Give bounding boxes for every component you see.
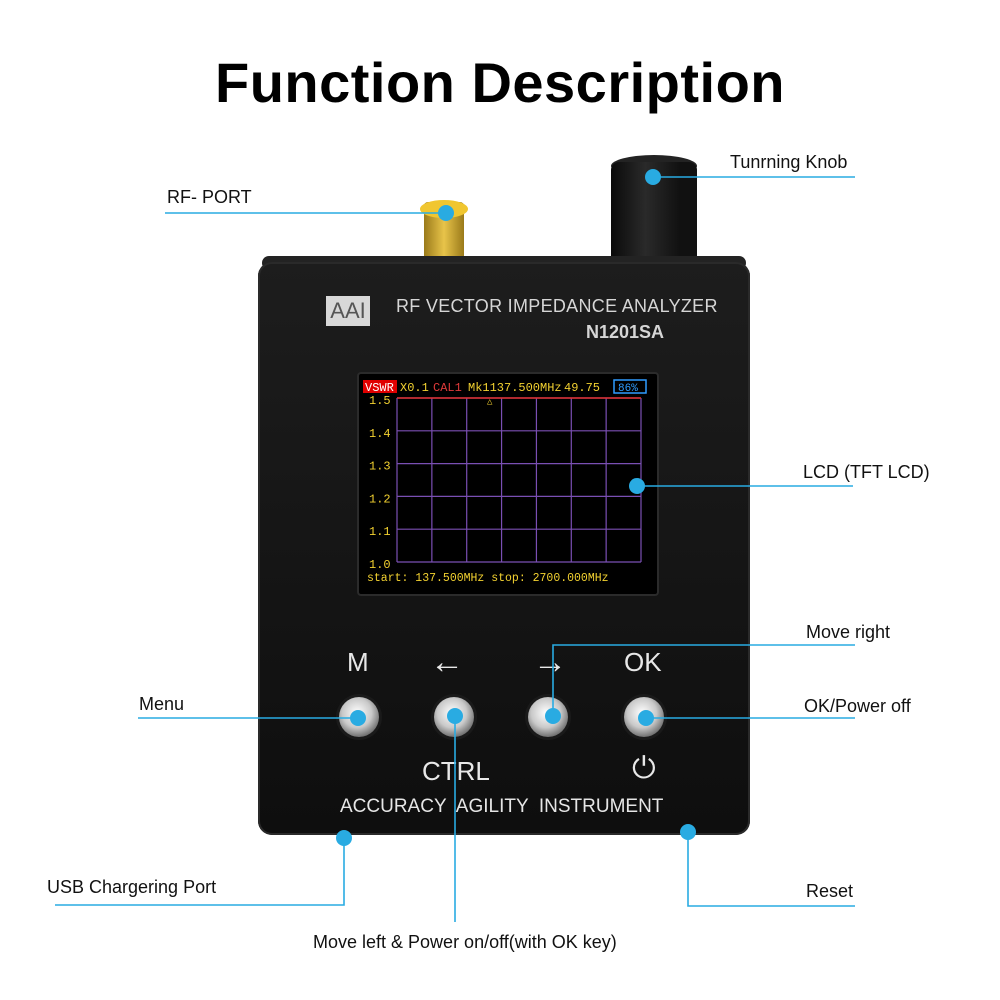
left-arrow-label: ←	[430, 643, 464, 681]
screen-cal: CAL1	[433, 381, 462, 395]
screen-mode: VSWR	[365, 381, 394, 395]
page-title: Function Description	[215, 51, 785, 114]
screen-scale: X0.1	[400, 381, 429, 395]
rf-port-dot	[438, 205, 454, 221]
screen-mode-bg	[363, 380, 397, 393]
screen-value: 49.75	[564, 381, 600, 395]
callout-menu: Menu	[139, 694, 185, 714]
y-tick-label: 1.4	[369, 427, 391, 441]
screen-battery-frame	[613, 379, 647, 394]
callout-move-left: Move left & Power on/off(with OK key)	[313, 932, 617, 952]
usb-dot	[336, 830, 352, 846]
move-left-dot	[447, 708, 463, 724]
screen-bottom-status: start: 137.500MHz stop: 2700.000MHz	[367, 572, 609, 585]
screen-marker: Mk1137.500MHz	[468, 381, 562, 395]
marker-triangle: △	[487, 397, 493, 407]
screen-battery: 86%	[618, 383, 638, 395]
lcd-dot	[629, 478, 645, 494]
ok-dot	[638, 710, 654, 726]
callout-knob: Tunrning Knob	[730, 152, 848, 172]
model-line-1: RF VECTOR IMPEDANCE ANALYZER	[396, 296, 718, 316]
y-tick-label: 1.5	[369, 394, 391, 408]
callout-lcd: LCD (TFT LCD)	[803, 462, 930, 482]
move-right-dot	[545, 708, 561, 724]
callout-ok-power: OK/Power off	[804, 696, 911, 716]
callout-move-right: Move right	[806, 622, 891, 642]
power-icon: ⏻	[632, 752, 656, 785]
callout-rf-port: RF- PORT	[167, 187, 252, 207]
y-tick-label: 1.3	[369, 460, 391, 474]
callout-usb: USB Chargering Port	[47, 877, 217, 897]
ok-button-label: OK	[624, 647, 662, 677]
reset-dot	[680, 824, 696, 840]
menu-button-label: M	[347, 647, 369, 677]
menu-dot	[350, 710, 366, 726]
device-bottom-text: ACCURACY AGILITY INSTRUMENT	[340, 796, 664, 817]
right-arrow-label: →	[533, 643, 567, 681]
y-tick-label: 1.2	[369, 492, 391, 506]
callout-reset: Reset	[806, 881, 854, 901]
model-line-2: N1201SA	[586, 322, 665, 342]
brand-logo: AAI	[326, 296, 370, 326]
y-tick-label: 1.1	[369, 525, 391, 539]
y-tick-label: 1.0	[369, 558, 391, 572]
ctrl-label: CTRL	[422, 756, 490, 786]
knob-dot	[645, 169, 661, 185]
